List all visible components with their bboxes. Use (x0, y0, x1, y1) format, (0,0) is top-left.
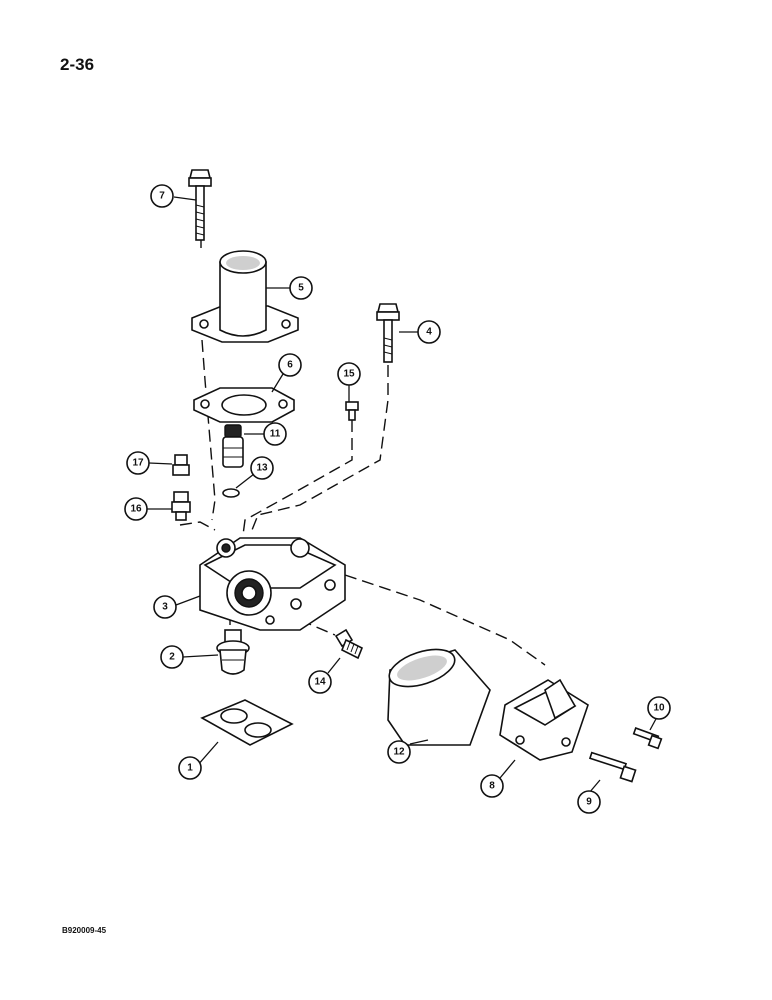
part-5-outlet-tube (191, 250, 299, 343)
callout-7: 7 (150, 184, 174, 208)
part-17-fitting (172, 454, 190, 476)
callout-1: 1 (178, 756, 202, 780)
svg-text:10: 10 (653, 703, 665, 714)
part-16-fitting (171, 491, 191, 521)
callout-16: 16 (124, 497, 148, 521)
svg-text:1: 1 (187, 763, 193, 774)
svg-text:2: 2 (169, 652, 175, 663)
leader-lines (147, 196, 658, 794)
part-14-fitting (334, 628, 364, 660)
callout-5: 5 (289, 276, 313, 300)
figure-code: B920009-45 (62, 926, 107, 935)
callout-15: 15 (337, 362, 361, 386)
svg-text:17: 17 (132, 458, 144, 469)
page-number: 2-36 (60, 55, 95, 74)
svg-text:12: 12 (393, 747, 405, 758)
svg-text:5: 5 (298, 283, 304, 294)
svg-text:7: 7 (159, 191, 165, 202)
svg-text:16: 16 (130, 504, 142, 515)
callout-9: 9 (577, 790, 601, 814)
part-10-bolt (632, 727, 663, 750)
part-11-valve (222, 424, 244, 468)
callout-13: 13 (250, 456, 274, 480)
callout-6: 6 (278, 353, 302, 377)
part-2-thermostat (216, 629, 250, 675)
svg-text:15: 15 (343, 369, 355, 380)
part-4-bolt (376, 303, 400, 363)
part-3-housing (199, 537, 346, 631)
callout-10: 10 (647, 696, 671, 720)
svg-text:4: 4 (426, 327, 432, 338)
callout-4: 4 (417, 320, 441, 344)
part-6-gasket (193, 387, 295, 423)
callout-12: 12 (387, 740, 411, 764)
callout-14: 14 (308, 670, 332, 694)
svg-text:9: 9 (586, 797, 592, 808)
svg-text:11: 11 (270, 429, 281, 440)
callout-2: 2 (160, 645, 184, 669)
svg-text:8: 8 (489, 781, 495, 792)
svg-text:13: 13 (256, 463, 268, 474)
callout-3: 3 (153, 595, 177, 619)
part-7-bolt (188, 169, 212, 241)
callout-17: 17 (126, 451, 150, 475)
part-8-bracket (499, 678, 589, 761)
callout-11: 11 (263, 422, 287, 446)
svg-text:3: 3 (162, 602, 168, 613)
part-1-gasket (200, 699, 294, 746)
svg-text:14: 14 (314, 677, 326, 688)
svg-text:6: 6 (287, 360, 293, 371)
part-12-filter (387, 648, 491, 746)
part-9-bolt (588, 751, 637, 783)
part-15-fitting (345, 401, 359, 421)
callout-8: 8 (480, 774, 504, 798)
part-13-o-ring (222, 488, 240, 498)
